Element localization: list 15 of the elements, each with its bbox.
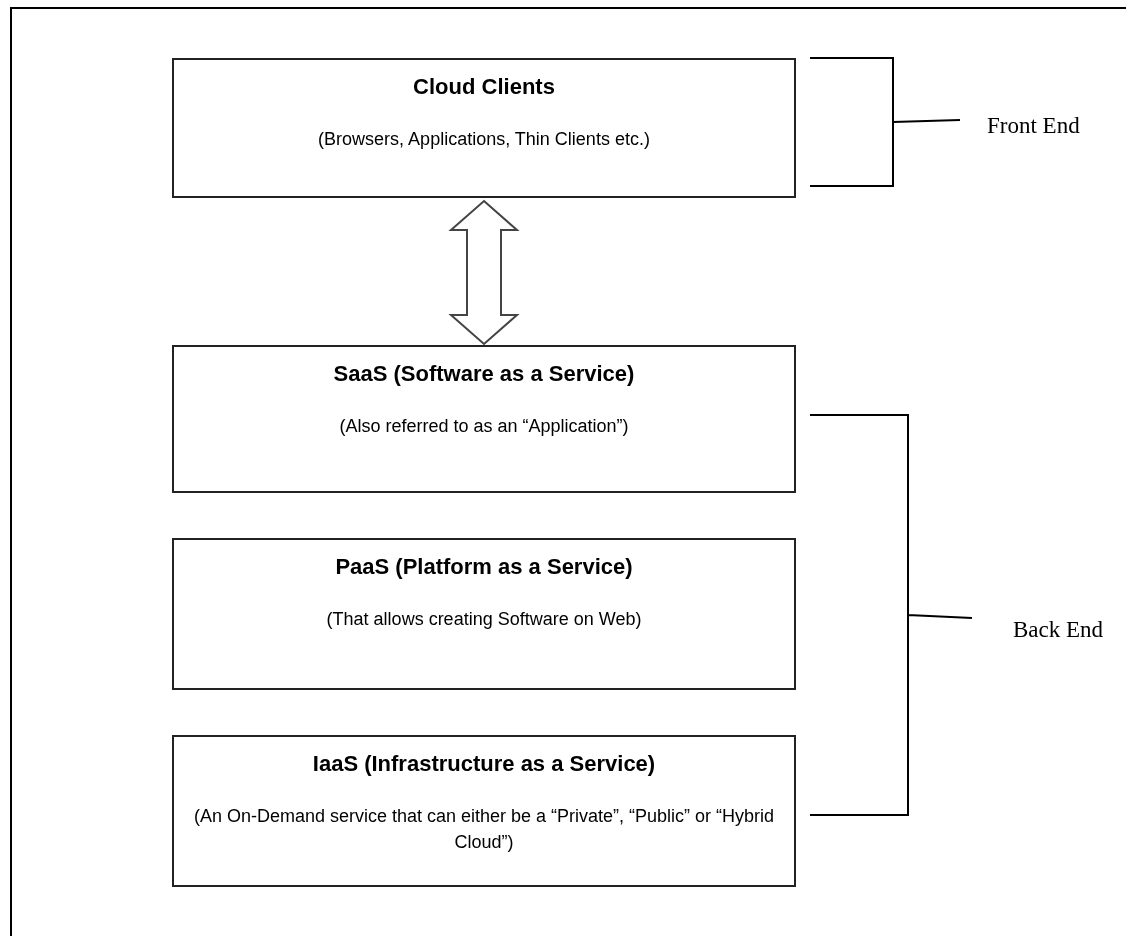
- box-description: (That allows creating Software on Web): [325, 608, 643, 631]
- box-title: PaaS (Platform as a Service): [335, 554, 633, 580]
- process-box: [172, 58, 796, 198]
- bracket-label: Back End: [1013, 617, 1104, 643]
- double-block-arrow: [448, 199, 520, 346]
- box-title: IaaS (Infrastructure as a Service): [312, 751, 656, 777]
- bracket-label: Front End: [987, 113, 1080, 139]
- box-description: (Also referred to as an “Application”): [338, 415, 630, 438]
- box-description: (Browsers, Applications, Thin Clients etc.): [317, 128, 651, 151]
- box-title: Cloud Clients: [413, 74, 555, 100]
- box-description: (An On-Demand service that can either be a “Private”, “Public” or “Hybrid Cloud”): [192, 805, 776, 855]
- box-title: SaaS (Software as a Service): [333, 361, 635, 387]
- process-box: [172, 538, 796, 690]
- process-box: [172, 735, 796, 887]
- process-box: [172, 345, 796, 493]
